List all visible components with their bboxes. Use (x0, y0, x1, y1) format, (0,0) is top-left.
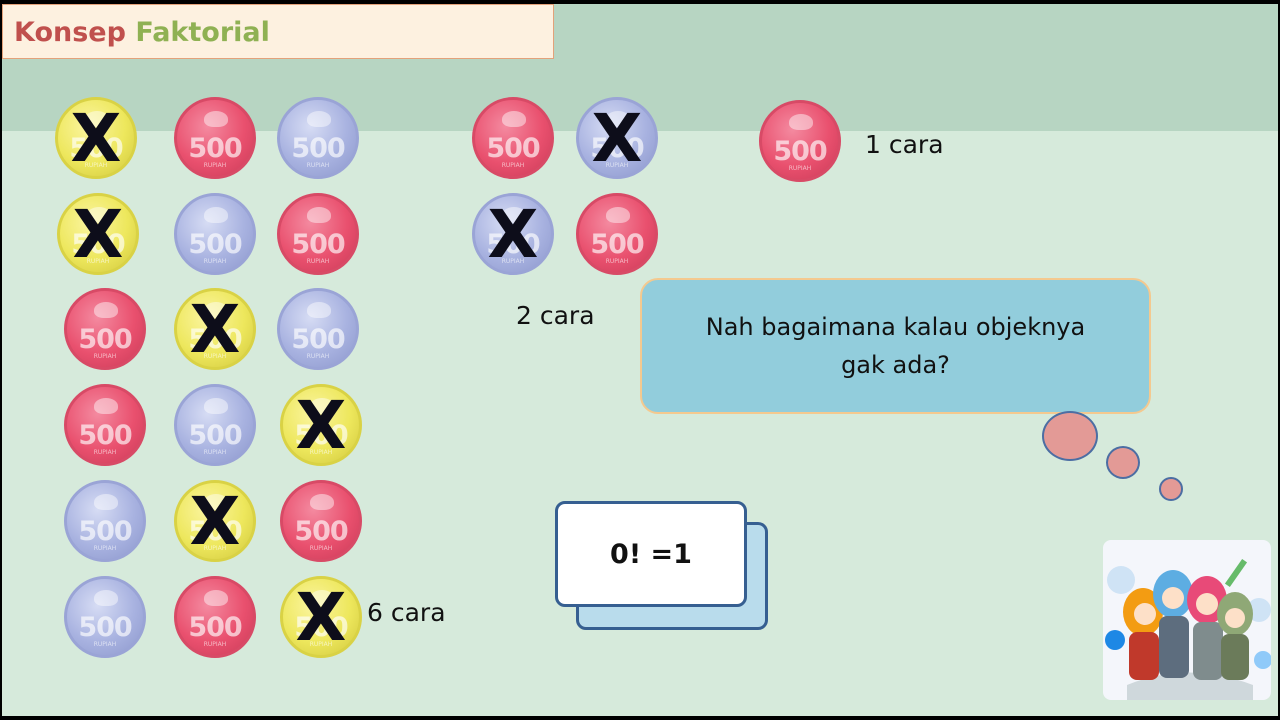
slide-title: Konsep Faktorial (2, 4, 554, 59)
cross-mark-icon: X (295, 579, 347, 656)
thought-dot-medium (1106, 446, 1140, 479)
girls-with-hijab-illustration (1103, 540, 1271, 700)
title-word-faktorial: Faktorial (135, 17, 270, 48)
formula-text: 0! =1 (610, 538, 692, 570)
label-six-ways: 6 cara (367, 598, 446, 627)
label-two-ways: 2 cara (516, 301, 595, 330)
label-one-way: 1 cara (865, 130, 944, 159)
illustration-art (1105, 558, 1271, 700)
cross-mark-icon: X (189, 291, 241, 368)
cross-mark-icon: X (295, 387, 347, 464)
title-word-konsep: Konsep (14, 17, 126, 48)
cross-mark-icon: X (70, 100, 122, 177)
formula-card: 0! =1 (555, 501, 747, 607)
thought-dot-small (1159, 477, 1183, 501)
cross-mark-icon: X (591, 100, 643, 177)
thought-bubble: Nah bagaimana kalau objeknya gak ada? (640, 278, 1151, 414)
cross-mark-icon: X (189, 483, 241, 560)
thought-dot-large (1042, 411, 1098, 461)
cross-mark-icon: X (72, 196, 124, 273)
cross-mark-icon: X (487, 196, 539, 273)
bubble-text: Nah bagaimana kalau objeknya gak ada? (705, 313, 1086, 379)
